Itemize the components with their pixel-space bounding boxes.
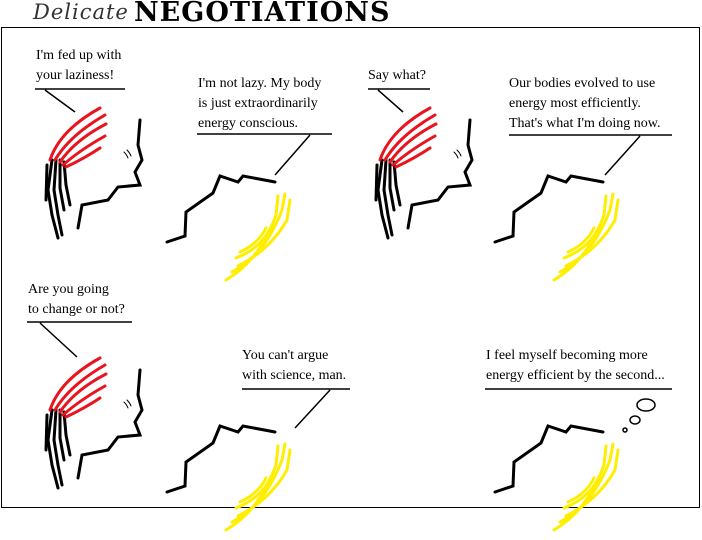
thought-line: energy efficient by the second... [486, 368, 665, 383]
speech-bubble-1: I'm fed up with your laziness! [36, 46, 121, 86]
speech-tail [35, 88, 125, 113]
speech-line: That's what I'm doing now. [509, 116, 661, 131]
guy-figure [165, 174, 292, 282]
speech-line: with science, man. [242, 368, 347, 383]
speech-line: energy conscious. [198, 116, 299, 131]
speech-line: Are you going [28, 282, 109, 297]
speech-line: You can't argue [242, 348, 329, 363]
girl-figure [374, 106, 474, 240]
guy-figure [165, 424, 292, 532]
speech-lines [27, 88, 672, 433]
speech-line: Our bodies evolved to use [509, 76, 656, 91]
guy-figure [493, 174, 620, 282]
thought-bubble-text: I feel myself becoming more energy effic… [486, 346, 665, 386]
thought-bubble [629, 415, 641, 425]
girl-figure [44, 106, 144, 240]
panel-frame [1, 27, 700, 508]
speech-line: I'm fed up with [36, 48, 122, 63]
title-prefix: Delicate [33, 0, 129, 24]
speech-bubble-6: You can't argue with science, man. [242, 346, 346, 386]
speech-tail [27, 321, 132, 358]
thought-bubble [622, 427, 628, 433]
speech-tail [368, 88, 430, 113]
speech-bubble-4: Our bodies evolved to use energy most ef… [509, 74, 661, 134]
girl-figure [44, 356, 144, 490]
speech-tail [509, 134, 672, 176]
speech-bubble-3: Say what? [368, 66, 426, 86]
speech-bubble-5: Are you going to change or not? [28, 280, 125, 320]
speech-line: energy most efficiently. [509, 96, 641, 111]
speech-line: to change or not? [28, 302, 125, 317]
speech-tail [197, 133, 332, 176]
speech-line: your laziness! [36, 68, 115, 83]
speech-line: is just extraordinarily [198, 96, 318, 111]
speech-tail [242, 388, 350, 429]
thought-bubble [636, 398, 656, 412]
guy-figure [493, 424, 620, 532]
speech-line: I'm not lazy. My body [198, 76, 322, 91]
thought-line: I feel myself becoming more [486, 348, 648, 363]
speech-bubble-2: I'm not lazy. My body is just extraordin… [198, 74, 321, 134]
speech-line: Say what? [368, 68, 426, 83]
comic-title: NEGOTIATIONS [134, 0, 391, 28]
